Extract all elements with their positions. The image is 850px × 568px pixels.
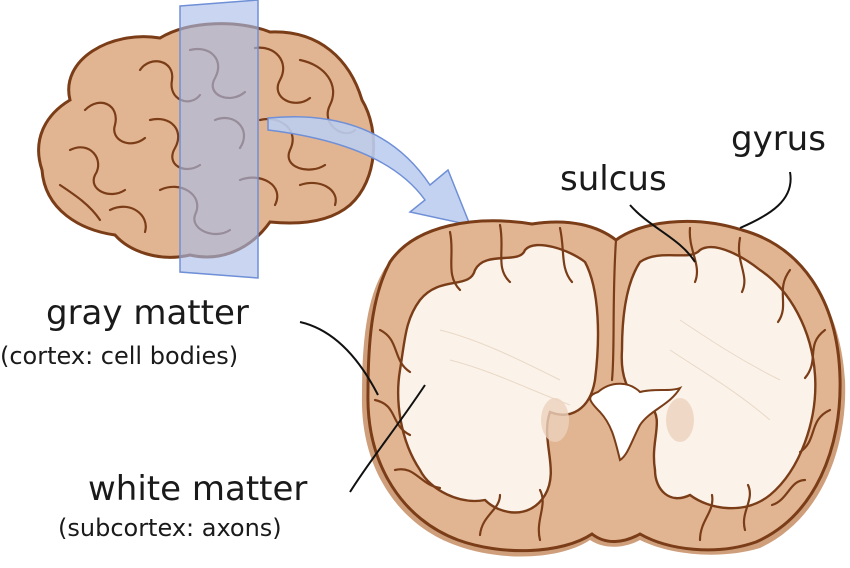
white-matter-label: white matter xyxy=(88,469,308,509)
gyrus-label: gyrus xyxy=(731,119,826,159)
white-matter-leader xyxy=(349,384,426,493)
leader-lines xyxy=(299,171,792,493)
gray-matter-detail-label: (cortex: cell bodies) xyxy=(0,342,239,370)
coronal-section xyxy=(361,219,846,557)
gray-matter-leader xyxy=(299,321,379,396)
sulci-folds xyxy=(373,223,832,542)
gray-matter-label: gray matter xyxy=(46,293,249,333)
basal-nucleus-right xyxy=(666,398,694,442)
sulcus-leader xyxy=(629,204,696,263)
sulcus-label: sulcus xyxy=(560,159,667,199)
gyrus-leader xyxy=(739,171,792,229)
ventricles xyxy=(589,382,683,462)
coronal-plane xyxy=(179,0,259,279)
white-matter-detail-label: (subcortex: axons) xyxy=(58,514,282,542)
whole-brain-illustration xyxy=(37,0,376,279)
direction-arrow xyxy=(267,116,472,227)
basal-nucleus-left xyxy=(541,398,569,442)
